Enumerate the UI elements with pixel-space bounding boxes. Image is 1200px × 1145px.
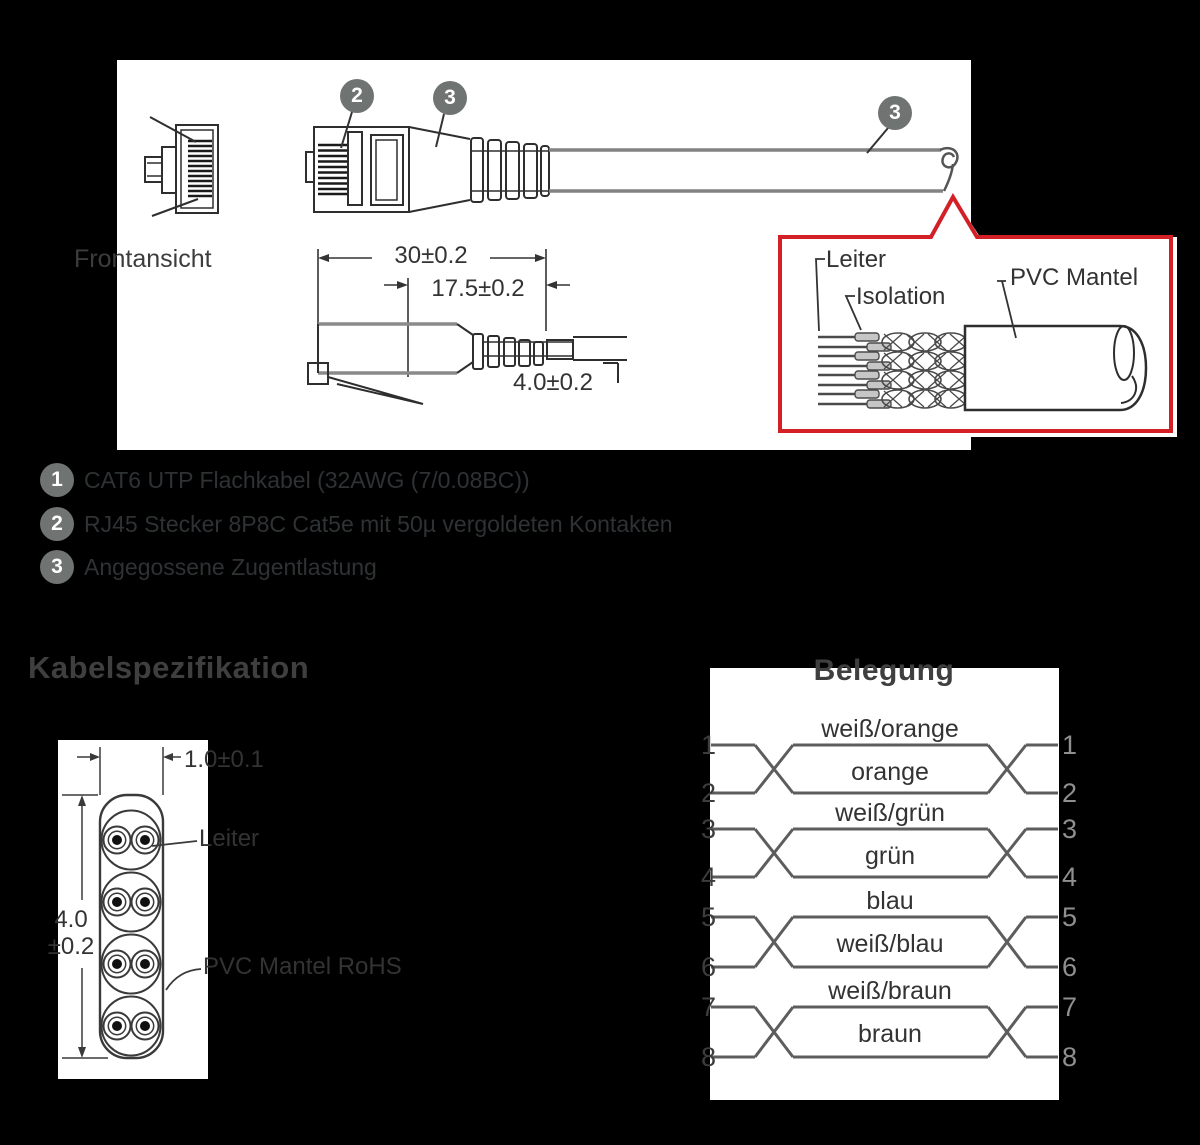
- pin-left-2: 2: [700, 778, 716, 808]
- pin-left-1: 1: [700, 730, 716, 760]
- profile-drawing: [307, 322, 627, 405]
- detail-leaders: [815, 258, 1017, 339]
- wiring-diagram: [711, 743, 1058, 1059]
- callout-2-badge: 2: [340, 79, 374, 113]
- kabelspezifikation-title: Kabelspezifikation: [28, 650, 310, 685]
- cable-drawing: [549, 147, 959, 193]
- callout-3-cable-badge: 3: [878, 96, 912, 130]
- dim-cable-label: 4.0±0.2: [513, 369, 593, 396]
- wire-label-7: weiß/braun: [828, 977, 952, 1005]
- wire-label-5: blau: [866, 887, 914, 915]
- pin-right-7: 7: [1062, 992, 1078, 1022]
- jacket-drawing: [963, 324, 1148, 412]
- legend-2-text: RJ45 Stecker 8P8C Cat5e mit 50µ vergolde…: [84, 511, 673, 537]
- front-view-drawing: [144, 116, 219, 217]
- dimension-lines: [317, 249, 570, 377]
- wire-label-1: weiß/orange: [821, 715, 959, 743]
- twisted-pair-detail: [818, 332, 968, 409]
- legend-1-text: CAT6 UTP Flachkabel (32AWG (7/0.08BC)): [84, 467, 530, 493]
- isolation-label: Isolation: [856, 283, 946, 310]
- dim-total-label: 30±0.2: [394, 242, 468, 269]
- pin-left-5: 5: [700, 902, 716, 932]
- legend-3-badge: 3: [40, 550, 74, 584]
- cross-section-mantel-label: PVC Mantel RoHS: [203, 953, 402, 980]
- cross-section-height-label: 4.0 ±0.2: [42, 906, 100, 960]
- pin-right-3: 3: [1062, 814, 1078, 844]
- wire-label-3: weiß/grün: [835, 799, 945, 827]
- legend-3-text: Angegossene Zugentlastung: [84, 554, 377, 580]
- dim-body-label: 17.5±0.2: [431, 275, 525, 302]
- front-view-caption: Frontansicht: [74, 245, 212, 273]
- pin-left-8: 8: [700, 1042, 716, 1072]
- pin-left-7: 7: [700, 992, 716, 1022]
- pin-right-2: 2: [1062, 778, 1078, 808]
- pin-right-6: 6: [1062, 952, 1078, 982]
- wire-label-4: grün: [864, 842, 916, 870]
- pin-left-3: 3: [700, 814, 716, 844]
- callout-3-badge: 3: [433, 81, 467, 115]
- wire-label-8: braun: [858, 1020, 922, 1048]
- cross-section-width-label: 1.0±0.1: [184, 746, 264, 773]
- legend-2-badge: 2: [40, 507, 74, 541]
- pin-right-8: 8: [1062, 1042, 1078, 1072]
- wire-label-2: orange: [851, 758, 929, 786]
- pvc-mantel-label: PVC Mantel: [1010, 264, 1139, 291]
- pin-left-4: 4: [700, 862, 716, 892]
- cross-section-drawing: [62, 747, 202, 1060]
- pin-right-1: 1: [1062, 730, 1078, 760]
- callout-leaders: [340, 111, 889, 154]
- pin-left-6: 6: [700, 952, 716, 982]
- leiter-label: Leiter: [826, 246, 887, 273]
- legend-1-badge: 1: [40, 463, 74, 497]
- wire-label-6: weiß/blau: [836, 930, 944, 958]
- belegung-title: Belegung: [813, 654, 955, 687]
- side-view-drawing: [305, 126, 550, 213]
- pin-right-4: 4: [1062, 862, 1078, 892]
- height-tolerance: ±0.2: [47, 933, 95, 960]
- height-value: 4.0: [54, 906, 88, 933]
- cross-section-leiter-label: Leiter: [199, 825, 260, 852]
- pin-right-5: 5: [1062, 902, 1078, 932]
